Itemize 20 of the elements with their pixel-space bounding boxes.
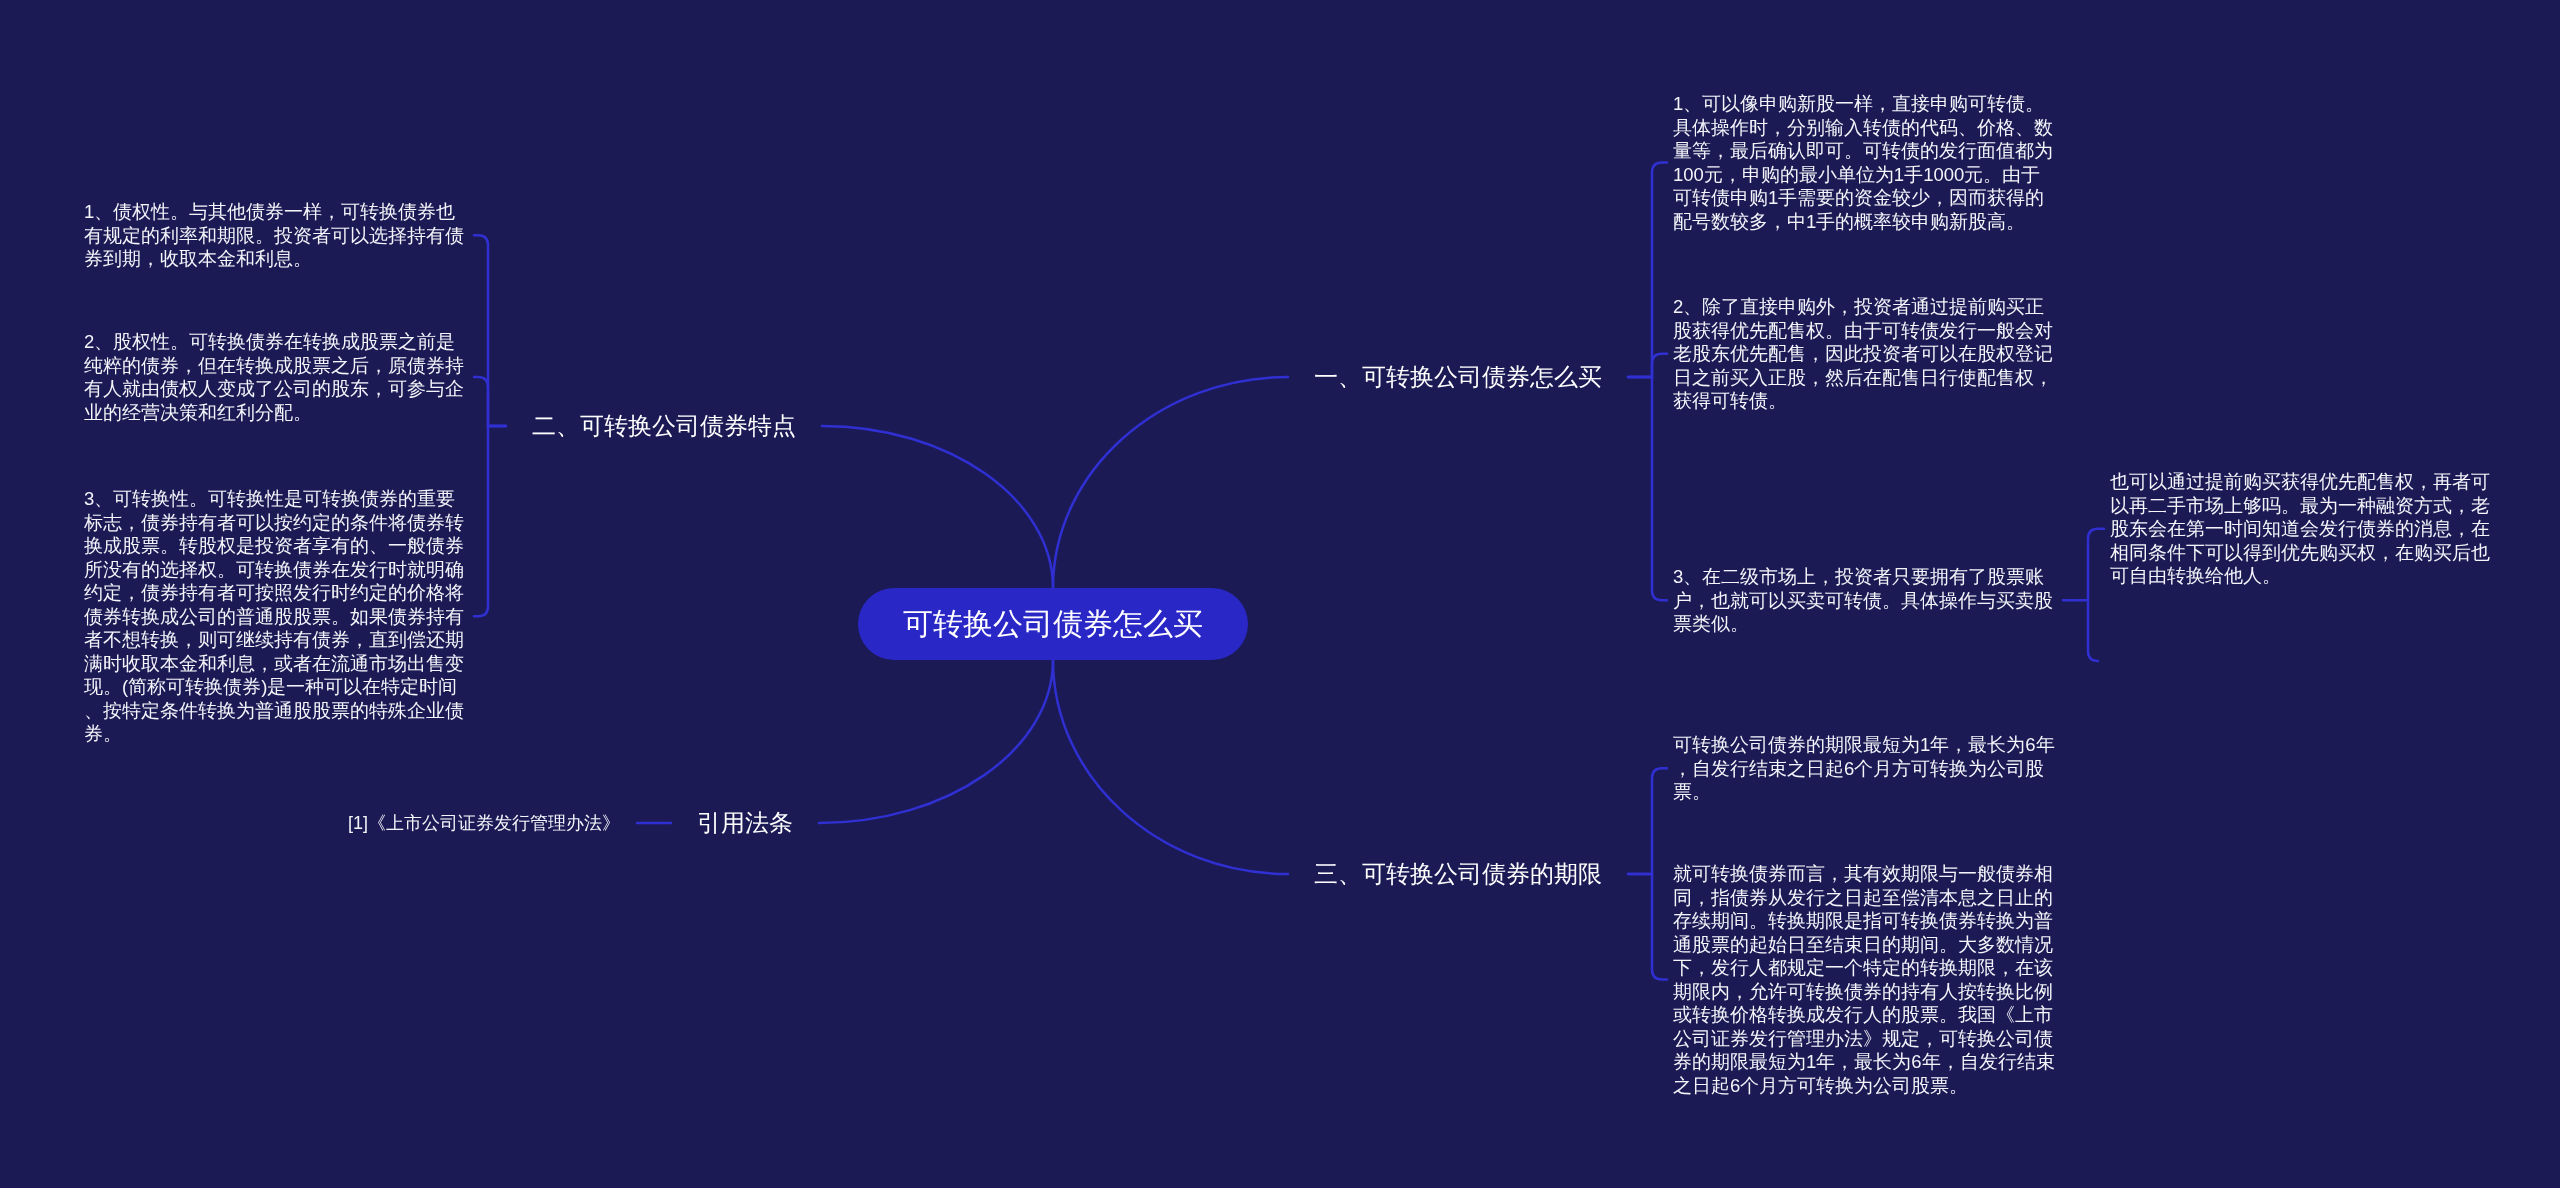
detail-text: 可转换公司债券的期限最短为1年，最长为6年，自发行结束之日起6个月方可转换为公司股票。 (1667, 733, 2063, 804)
connector-line (2061, 527, 2106, 663)
connector-line (820, 424, 1055, 590)
branch-topic: 二、可转换公司债券特点 (506, 411, 822, 441)
connector-line (472, 424, 508, 618)
detail-text: 也可以通过提前购买获得优先配售权，再者可以再二手市场上够吗。最为一种融资方式，老股东会在第一时间知道会发行债券的消息，在相同条件下可以得到优先购买权，在购买后也可自由转换给他人。 (2104, 470, 2500, 588)
detail-text: 3、在二级市场上，投资者只要拥有了股票账户，也就可以买卖可转债。具体操作与买卖股票类似。 (1667, 565, 2063, 636)
connector-line (817, 658, 1055, 825)
detail-text: 就可转换债券而言，其有效期限与一般债券相同，指债券从发行之日起至偿清本息之日止的存续期间。转换期限是指可转换债券转换为普通股票的起始日至结束日的期间。大多数情况下，发行人都规定一个特定的转换期限，在该期限内，允许可转换债券的持有人按转换比例或转换价格转换成发行人的股票。我国《上市公司证券发行管理办法》规定，可转换公司债券的期限最短为1年，最长为6年，自发行结束之日起6个月方可转换为公司股票。 (1667, 862, 2063, 1097)
connector-line (635, 821, 673, 825)
detail-text: 2、股权性。可转换债券在转换成股票之前是纯粹的债券，但在转换成股票之后，原债券持有人就由债权人变成了公司的股东，可参与企业的经营决策和红利分配。 (78, 330, 474, 424)
central-topic: 可转换公司债券怎么买 (858, 588, 1248, 660)
detail-text: 1、债权性。与其他债券一样，可转换债券也有规定的利率和期限。投资者可以选择持有债券到期，收取本金和利息。 (78, 200, 474, 271)
branch-topic: 引用法条 (671, 808, 819, 838)
detail-text: 3、可转换性。可转换性是可转换债券的重要标志，债券持有者可以按约定的条件将债券转换成股票。转股权是投资者享有的、一般债券所没有的选择权。可转换债券在发行时就明确约定，债券持有者可按照发行时约定的价格将债券转换成公司的普通股股票。如果债券持有者不想转换，则可继续持有债券，直到偿还期满时收取本金和利息，或者在流通市场出售变现。(简称可转换债券)是一种可以在特定时间、按特定条件转换为普通股股票的特殊企业债券。 (78, 487, 474, 746)
branch-topic: 一、可转换公司债券怎么买 (1288, 362, 1628, 392)
branch-topic: 三、可转换公司债券的期限 (1288, 859, 1628, 889)
citation-text: [1]《上市公司证券发行管理办法》 (331, 811, 637, 835)
detail-text: 1、可以像申购新股一样，直接申购可转债。具体操作时，分别输入转债的代码、价格、数量等，最后确认即可。可转债的发行面值都为100元，申购的最小单位为1手1000元。由于可转债申购1手需要的资金较少，因而获得的配号数较多，中1手的概率较申购新股高。 (1667, 92, 2063, 233)
detail-text: 2、除了直接申购外，投资者通过提前购买正股获得优先配售权。由于可转债发行一般会对老股东优先配售，因此投资者可以在股权登记日之前买入正股，然后在配售日行使配售权，获得可转债。 (1667, 295, 2063, 413)
